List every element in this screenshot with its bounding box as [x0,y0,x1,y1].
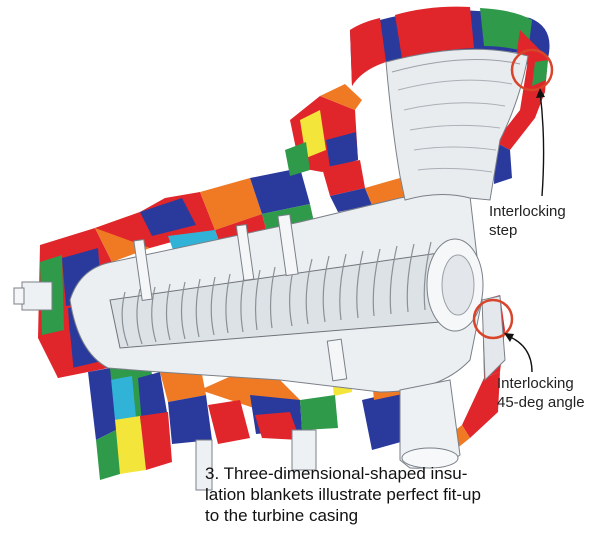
callout-angle-line-1: Interlocking [497,375,574,392]
caption-line-3: to the turbine casing [205,506,359,525]
highlight-circles [472,48,554,340]
caption-line-2: lation blankets illustrate perfect fit-u… [205,485,481,504]
leader-interlocking-step [539,91,545,197]
callout-step-line-1: Interlocking [489,203,566,220]
leader-interlocking-angle [507,335,533,373]
interlocking-step-circle [510,48,554,92]
callout-interlocking-angle: Interlocking 45-deg angle [497,374,585,412]
callout-leaders [504,88,545,373]
callout-interlocking-step: Interlocking step [489,202,566,240]
callout-step-line-2: step [489,222,518,239]
interlocking-angle-circle [472,298,514,340]
turbine-casing [13,48,529,491]
caption-line-1: 3. Three-dimensional-shaped insu- [205,464,468,483]
figure-caption: 3. Three-dimensional-shaped insu- lation… [205,463,600,526]
callout-angle-line-2: 45-deg angle [497,394,585,411]
